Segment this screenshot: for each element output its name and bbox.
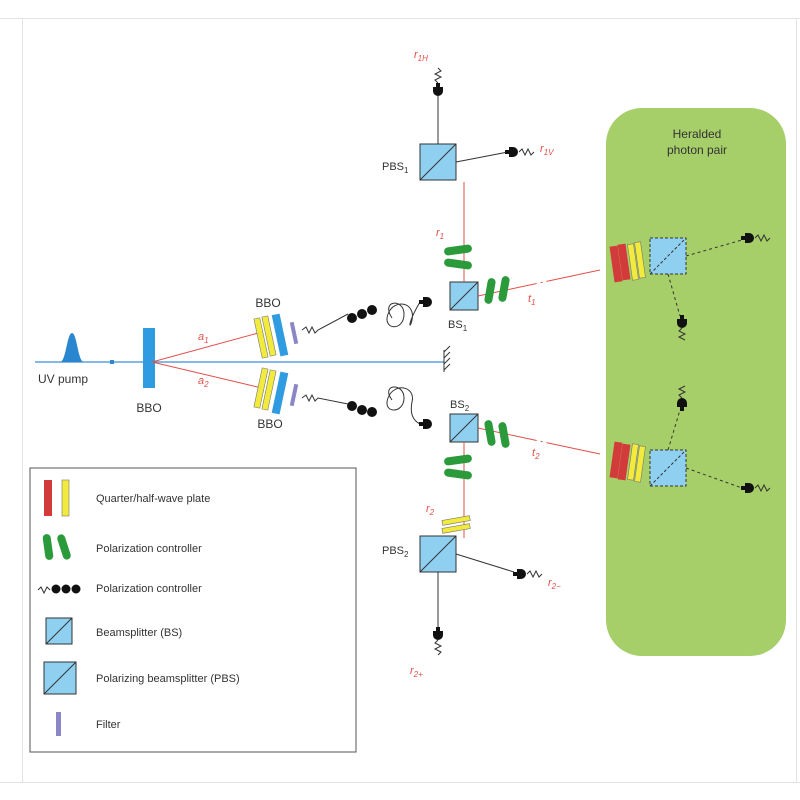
pbs1-label: PBS1	[382, 161, 409, 175]
lower-fiber-coupler	[419, 419, 432, 429]
r2-polarization-controller	[444, 454, 472, 480]
label-a2: a2	[198, 375, 209, 389]
t1-polarization-controller	[484, 276, 510, 304]
bs2-label: BS2	[450, 399, 470, 413]
r2-waveplates	[441, 515, 471, 534]
heralded-lower-pbs	[649, 449, 687, 487]
heralded-lower-detector-right-wire	[754, 483, 771, 493]
lower-waveplates	[253, 367, 299, 415]
bbo-upper-label: BBO	[255, 296, 280, 310]
lower-fiber	[301, 386, 421, 425]
legend-polarization-controller-green-icon	[42, 534, 71, 560]
legend-pbs-icon	[43, 661, 77, 695]
heralded-lower-out-up	[667, 409, 681, 451]
upper-fiber-paddles	[347, 305, 377, 323]
heralded-lower-detector-up-wire	[677, 385, 687, 399]
heralded-title-line2: photon pair	[667, 143, 727, 157]
heralded-upper-detector-right-wire	[754, 233, 771, 243]
detector-r2minus-wire	[526, 569, 543, 579]
bs1-beamsplitter	[449, 281, 479, 311]
legend-beamsplitter-icon	[45, 617, 73, 645]
frame-left-rule	[22, 18, 23, 782]
heralded-upper-waveplates	[609, 241, 646, 283]
upper-fiber-coupler	[419, 297, 432, 307]
heralded-upper-out-right	[685, 239, 743, 257]
heralded-title-line1: Heralded	[673, 127, 722, 141]
legend-waveplate-label: Quarter/half-wave plate	[96, 493, 210, 505]
bbo-main-crystal	[143, 328, 155, 388]
heralded-upper-pbs	[649, 237, 687, 275]
legend-waveplate-icon	[44, 479, 70, 517]
detector-r2plus	[433, 627, 443, 640]
legend-polarization-controller-green-label: Polarization controller	[96, 543, 202, 555]
label-r2: r2	[426, 503, 435, 517]
heralded-upper-out-down	[667, 273, 681, 317]
legend-beamsplitter-label: Beamsplitter (BS)	[96, 627, 182, 639]
legend-box	[29, 467, 357, 753]
frame-top-rule	[0, 18, 800, 19]
pbs2-splitter	[419, 535, 457, 573]
heralded-lower-out-right	[685, 467, 743, 489]
beam-a2	[151, 361, 263, 389]
r1-polarization-controller	[444, 244, 472, 270]
pbs2-output-right	[455, 553, 515, 573]
beam-t2	[477, 427, 601, 455]
label-t1: t1	[528, 293, 536, 307]
heralded-pair-box	[606, 108, 786, 656]
label-r1: r1	[436, 227, 444, 241]
bs1-label: BS1	[448, 319, 468, 333]
beam-t1	[477, 269, 601, 297]
beam-a1	[151, 331, 263, 363]
legend-filter-icon	[56, 712, 61, 736]
heralded-lower-waveplates	[609, 441, 646, 483]
label-r1h: r1H	[414, 49, 428, 63]
legend-pbs-label: Polarizing beamsplitter (PBS)	[96, 673, 240, 685]
label-t2: t2	[532, 447, 540, 461]
bbo-lower-label: BBO	[257, 417, 282, 431]
beam-dump	[443, 345, 451, 372]
legend-polarization-controller-fiber-label: Polarization controller	[96, 583, 202, 595]
bbo-main-label: BBO	[136, 401, 161, 415]
detector-r1v-wire	[518, 147, 535, 157]
heralded-upper-detector-down-wire	[677, 327, 687, 341]
label-a1: a1	[198, 331, 209, 345]
uv-pump-label: UV pump	[38, 372, 88, 386]
upper-fiber	[301, 301, 421, 335]
detector-r1v	[505, 147, 518, 157]
bs2-beamsplitter	[449, 413, 479, 443]
uv-pump-pulse	[60, 333, 84, 362]
detector-r1h-wire	[433, 67, 443, 84]
detector-r2plus-wire	[433, 639, 443, 656]
t2-polarization-controller	[484, 420, 510, 448]
label-r2plus: r2+	[410, 665, 423, 679]
pbs1-splitter	[419, 143, 457, 181]
pbs1-output-right	[455, 151, 509, 163]
pbs2-label: PBS2	[382, 545, 409, 559]
detector-r1h	[433, 83, 443, 96]
legend-polarization-controller-fiber-icon	[37, 584, 81, 595]
label-r2minus: r2−	[548, 577, 561, 591]
upper-waveplates	[253, 313, 299, 359]
lower-fiber-paddles	[347, 401, 377, 417]
frame-right-rule	[796, 18, 797, 782]
detector-r2minus	[513, 569, 526, 579]
legend-filter-label: Filter	[96, 719, 121, 731]
pump-marker	[110, 360, 114, 364]
frame-bottom-rule	[0, 782, 800, 783]
label-r1v: r1V	[540, 143, 554, 157]
